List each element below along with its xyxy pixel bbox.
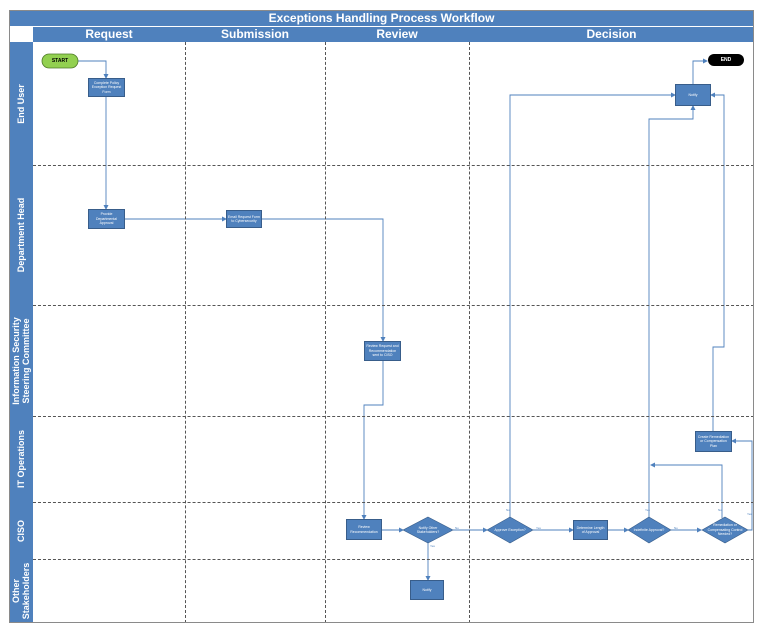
notify-stakeholders-diamond	[402, 516, 454, 544]
edge-create-plan-to-notify-end-user	[710, 92, 725, 431]
start-label: START	[51, 58, 69, 64]
edge-notify-to-end	[692, 58, 708, 84]
edge-indefiniteq-to-notify-end-user	[648, 105, 696, 518]
edge-remediationq-to-it-ops-line	[650, 462, 723, 518]
edge-email-to-review	[262, 218, 386, 342]
column-header-review: Review	[325, 27, 469, 42]
column-divider	[469, 42, 470, 623]
lane-divider	[33, 416, 754, 417]
lane-divider	[33, 502, 754, 503]
edge-start-to-complete	[78, 60, 109, 79]
edge-label-no: No	[506, 508, 510, 512]
lane-divider	[33, 165, 754, 166]
column-header-request: Request	[33, 27, 185, 42]
approve-exception-diamond	[486, 516, 534, 544]
column-divider	[185, 42, 186, 623]
column-header-decision: Decision	[469, 27, 754, 42]
remediation-question: Remediation or Compensating Control Need…	[707, 523, 743, 537]
lane-header-ciso: CISO	[9, 502, 33, 559]
edge-label-no: No	[455, 526, 459, 530]
approve-exception-question: Approve Exception?	[494, 527, 526, 532]
diagram-title: Exceptions Handling Process Workflow	[9, 10, 754, 26]
email-request-box: Email Request Form to Cybersecurity	[226, 210, 262, 228]
indefinite-approval-diamond	[627, 516, 672, 544]
provide-approval-box: Provide Departmental Approval	[88, 209, 125, 229]
column-header-submission: Submission	[185, 27, 325, 42]
lane-divider	[33, 559, 754, 560]
complete-form-box: Complete Policy Exception Request Form	[88, 78, 125, 97]
end-terminal-shape	[708, 54, 744, 66]
edge-label-yes: Yes	[645, 508, 650, 512]
remediation-diamond	[701, 516, 749, 544]
edge-label-yes: Yes	[536, 526, 541, 530]
determine-length-box: Determine Length of Approval	[573, 520, 608, 540]
column-divider	[325, 42, 326, 623]
edge-label-yes: Yes	[747, 512, 752, 516]
review-recommendation-box: Review Recommendation	[346, 519, 382, 540]
edge-remediationq-to-create-plan	[731, 438, 753, 531]
lane-header-end-user: End User	[9, 42, 33, 165]
edge-label-no: No	[718, 508, 722, 512]
lane-divider	[33, 305, 754, 306]
edge-approveq-to-notify-end-user	[509, 92, 676, 518]
lane-header-department-head: Department Head	[9, 165, 33, 305]
edge-label-no: No	[674, 526, 678, 530]
create-remediation-box: Create Remediation or Compensation Plan	[695, 431, 732, 452]
notify-other-stakeholders-box: Notify	[410, 580, 444, 600]
end-label: END	[720, 57, 732, 63]
edge-label-yes: Yes	[430, 544, 435, 548]
indefinite-approval-question: Indefinite Approval?	[633, 527, 665, 532]
notify-stakeholders-question: Notify Other Stakeholders?	[416, 525, 440, 535]
edge-review-to-recommendation	[361, 361, 384, 520]
review-request-box: Review Request and Recommendation sent t…	[364, 341, 401, 361]
start-terminal-shape	[41, 53, 79, 69]
lane-header-it-operations: IT Operations	[9, 416, 33, 502]
notify-end-user-box: Notify	[675, 84, 711, 106]
